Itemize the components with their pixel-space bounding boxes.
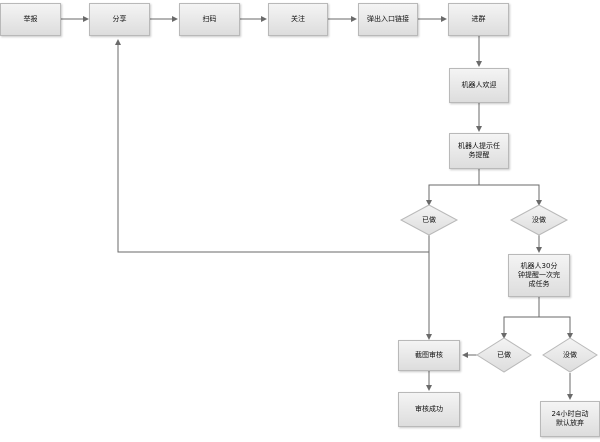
decision-diamond-done-2: [476, 337, 532, 373]
decision-diamond-not-done-1: [509, 204, 569, 236]
node-join-group: 进群: [448, 3, 509, 36]
node-scan: 扫码: [179, 3, 240, 36]
node-share: 分享: [89, 3, 150, 36]
decision-label-done-1: 已做: [422, 216, 436, 224]
decision-label-not-done-1: 没做: [532, 216, 546, 224]
node-report: 举报: [0, 3, 61, 36]
edge-loop-share: [115, 39, 429, 253]
edge-reminder-notdone2: [539, 316, 573, 339]
node-bot-task-reminder: 机器人提示任 务提醒: [449, 133, 509, 169]
node-follow: 关注: [268, 3, 328, 36]
edge-task-done1: [426, 169, 480, 206]
connectors: [61, 16, 573, 400]
edge-reminder-done2: [501, 297, 540, 339]
decision-diamond-not-done-2: [542, 337, 598, 373]
node-review-success: 审核成功: [398, 392, 460, 427]
decision-label-done-2: 已做: [497, 351, 511, 359]
node-auto-abandon-24h: 24小时自动 默认放弃: [540, 401, 600, 437]
node-popup-link: 弹出入口链接: [358, 3, 418, 36]
decision-diamond-done-1: [399, 204, 459, 236]
node-screenshot-review: 截图审核: [398, 340, 460, 371]
decision-label-not-done-2: 没做: [563, 351, 577, 359]
decision-shapes: [399, 204, 598, 373]
node-bot-30min-reminder: 机器人30分 钟提醒一次完 成任务: [508, 254, 570, 297]
node-bot-welcome: 机器人欢迎: [449, 68, 509, 103]
edge-task-notdone1: [479, 184, 542, 206]
